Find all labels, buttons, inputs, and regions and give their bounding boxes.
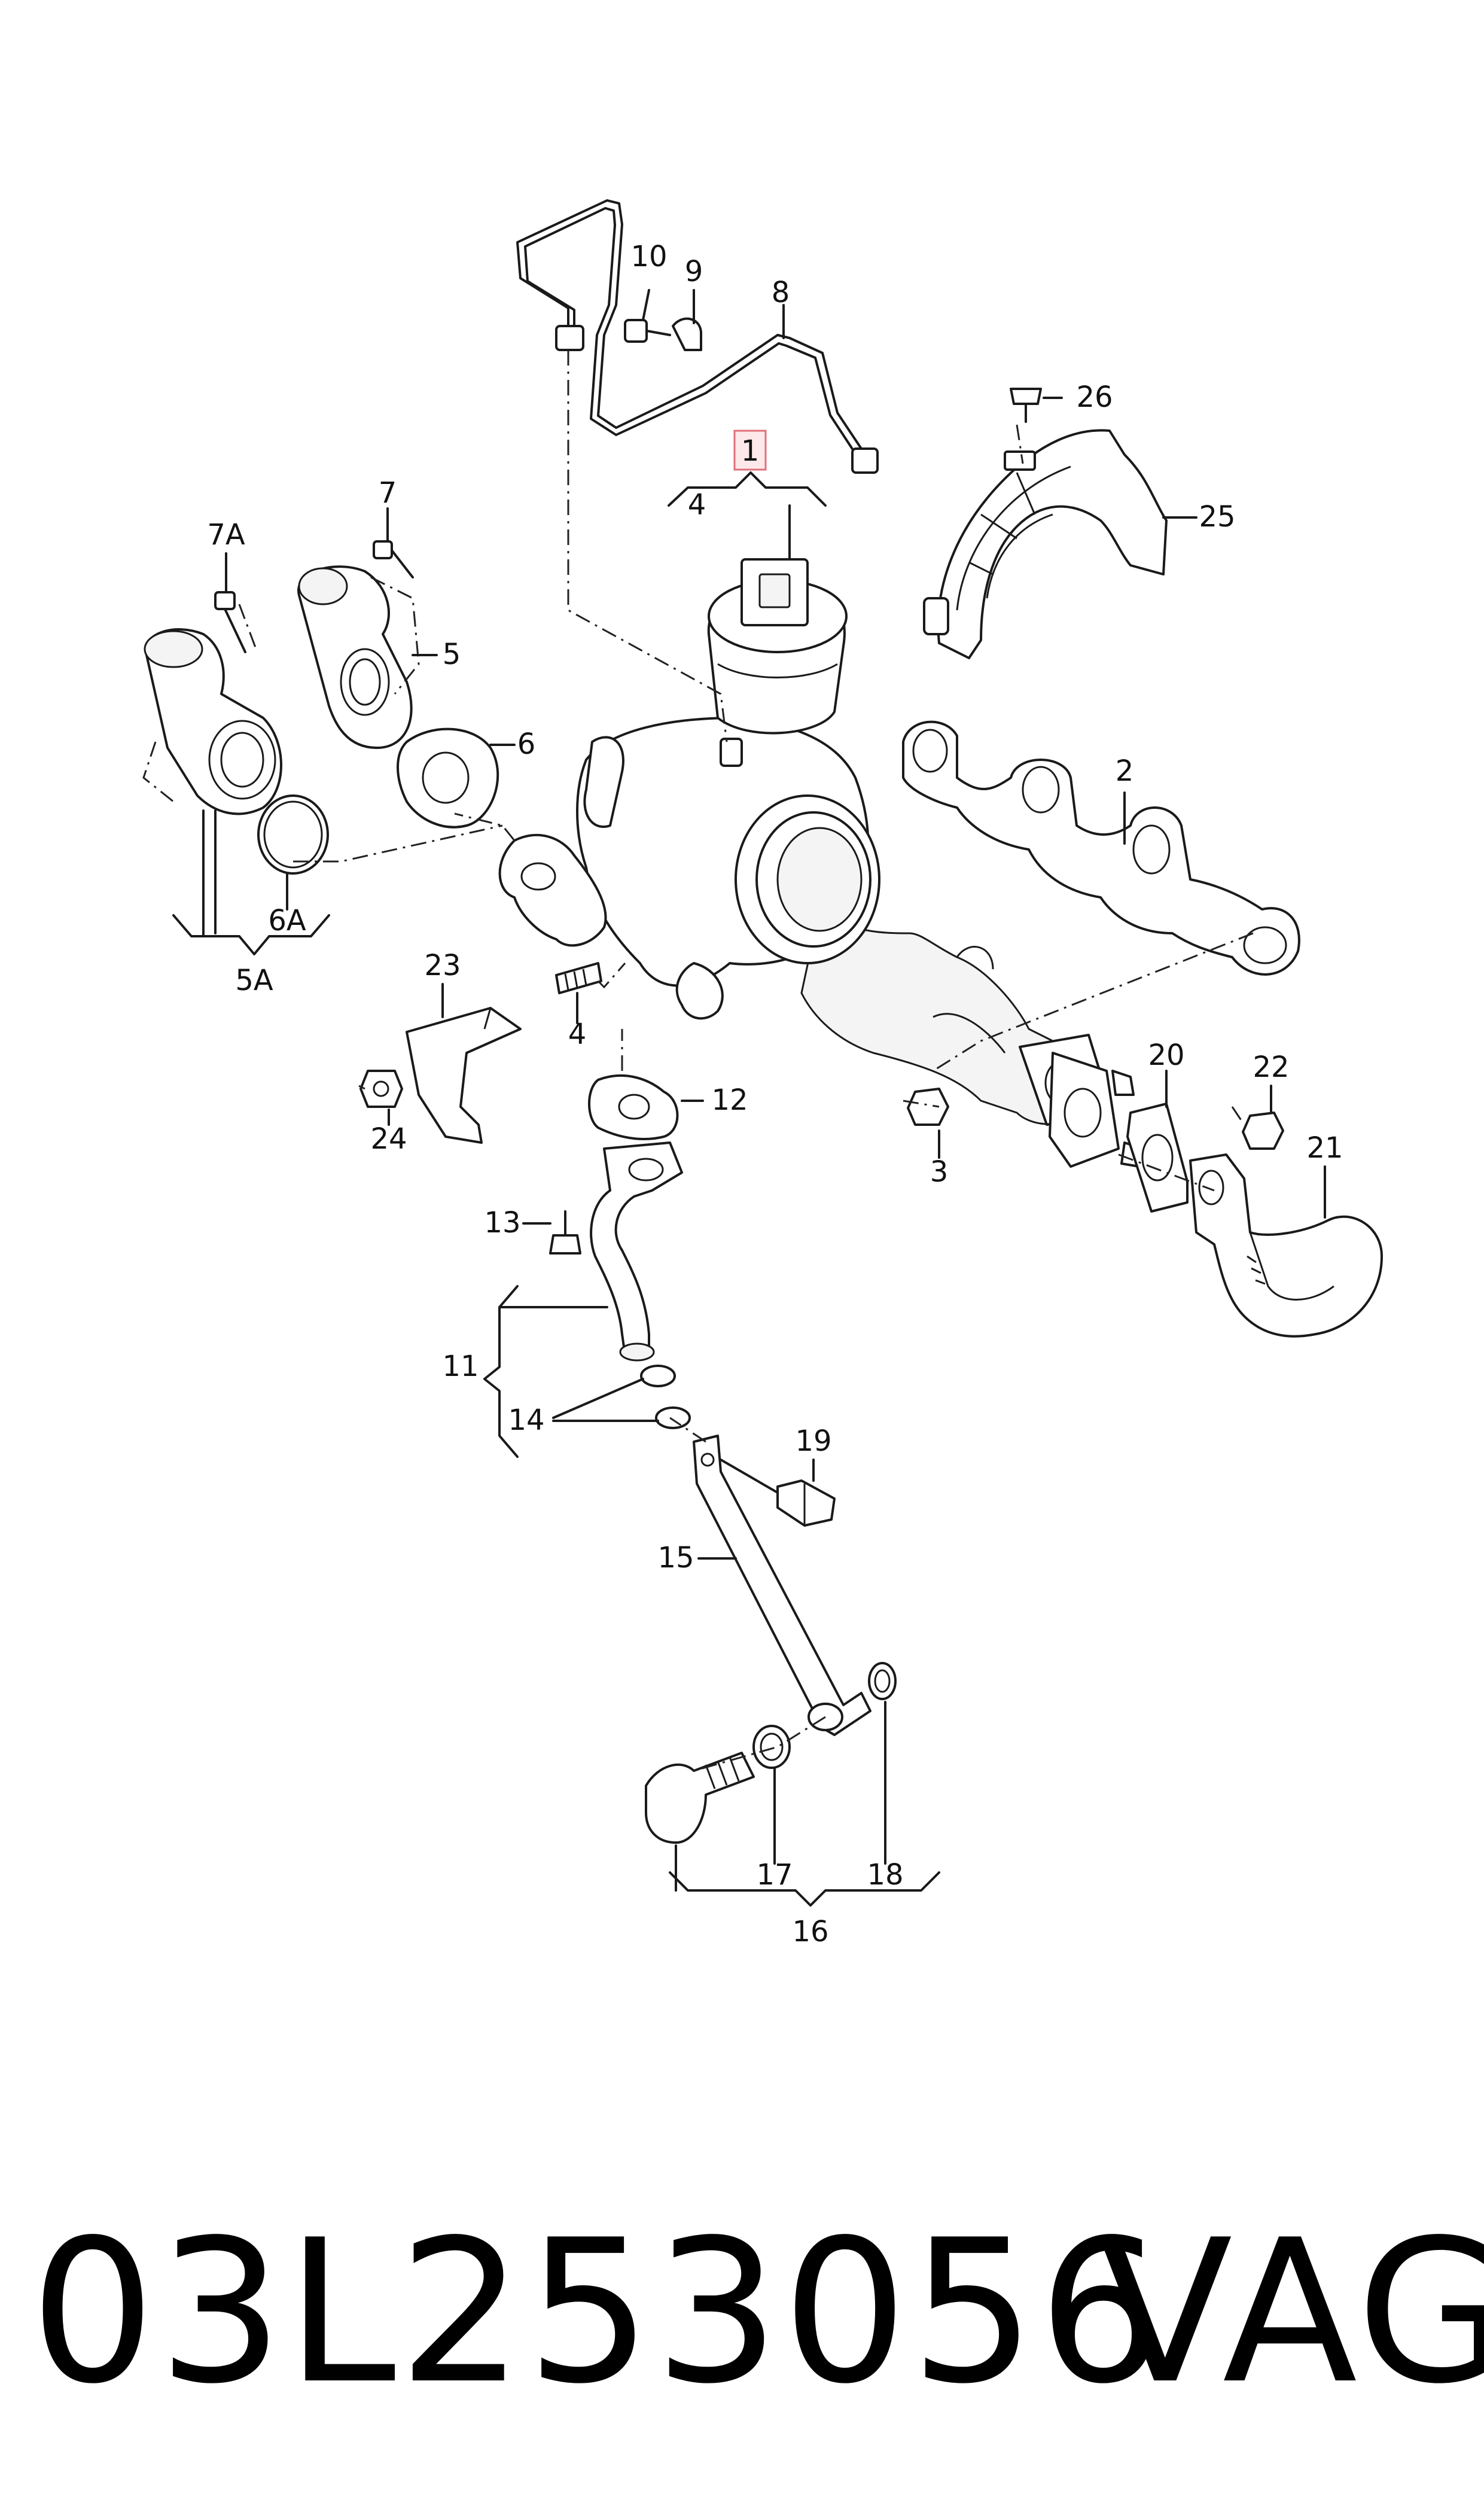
callout-23[interactable]: 23 — [424, 949, 461, 982]
bolt-13 — [549, 1210, 581, 1255]
callout-22[interactable]: 22 — [1253, 1051, 1289, 1084]
callout-20[interactable]: 20 — [1148, 1039, 1184, 1072]
exploded-parts-diagram: 1 2 3 4 4 5 5A 6 6A 7 7A 8 9 10 11 12 13… — [142, 199, 1383, 1948]
egr-valve-5a — [144, 628, 282, 815]
callout-18[interactable]: 18 — [867, 1858, 903, 1892]
callout-19[interactable]: 19 — [795, 1424, 831, 1458]
flange-adapter — [1049, 1052, 1144, 1168]
callout-7a[interactable]: 7A — [207, 518, 245, 552]
callout-5[interactable]: 5 — [443, 638, 461, 671]
callout-3[interactable]: 3 — [930, 1155, 949, 1189]
bolt-19 — [720, 1459, 836, 1527]
callout-16[interactable]: 16 — [792, 1915, 828, 1948]
callout-12[interactable]: 12 — [711, 1083, 748, 1117]
screw-26 — [1010, 388, 1042, 423]
heat-shield-25 — [923, 429, 1168, 659]
oil-return-line-11 — [590, 1141, 683, 1362]
washer-18 — [868, 1662, 897, 1700]
o-rings-14 — [640, 1365, 691, 1429]
callout-5a[interactable]: 5A — [235, 964, 273, 997]
stud-4 — [555, 962, 602, 994]
banjo-bolt-16 — [645, 1752, 755, 1844]
egr-pipe-21 — [1189, 1153, 1383, 1338]
callout-7[interactable]: 7 — [379, 476, 397, 510]
bolt-7a — [214, 591, 246, 653]
callout-13[interactable]: 13 — [484, 1206, 520, 1240]
gasket-12 — [588, 1074, 679, 1141]
exhaust-manifold-gasket-2 — [902, 720, 1300, 976]
bracket-clip-9 — [672, 317, 702, 351]
callout-2[interactable]: 2 — [1116, 754, 1134, 788]
callout-6a[interactable]: 6A — [268, 904, 306, 937]
brand-label: VAG — [1098, 2197, 1484, 2427]
highlighted-callout-box — [733, 430, 767, 471]
callout-9[interactable]: 9 — [685, 255, 703, 288]
seal-6 — [397, 727, 499, 829]
callout-25[interactable]: 25 — [1199, 500, 1235, 534]
part-number: 03L253056 — [30, 2197, 1166, 2427]
callout-4-turbo[interactable]: 4 — [688, 488, 706, 522]
union-nut-turbo-end — [851, 447, 879, 474]
callout-15[interactable]: 15 — [657, 1541, 694, 1575]
gasket-20 — [1126, 1103, 1189, 1213]
callout-11[interactable]: 11 — [442, 1350, 479, 1383]
callout-17[interactable]: 17 — [756, 1858, 793, 1892]
callout-labels: 1 2 3 4 4 5 5A 6 6A 7 7A 8 9 10 11 12 13… — [207, 240, 1343, 1948]
nut-22 — [1242, 1112, 1284, 1150]
callout-1[interactable]: 1 — [741, 434, 760, 468]
leader-lines — [172, 289, 1326, 1907]
callout-26[interactable]: 26 — [1076, 380, 1113, 414]
callout-24[interactable]: 24 — [370, 1122, 407, 1156]
seal-6a — [257, 794, 329, 875]
callout-6[interactable]: 6 — [517, 727, 536, 761]
callout-14[interactable]: 14 — [508, 1403, 544, 1437]
callout-21[interactable]: 21 — [1306, 1131, 1343, 1165]
assembly-lines — [142, 350, 1254, 1772]
egr-valve-5 — [297, 565, 413, 749]
oil-supply-line-8 — [516, 199, 879, 474]
nut-24 — [359, 1070, 403, 1108]
nut-3 — [907, 1088, 949, 1126]
oil-pipe-15 — [693, 1435, 871, 1736]
bolt-7 — [373, 540, 414, 578]
callout-10[interactable]: 10 — [630, 240, 667, 273]
washer-17 — [752, 1725, 791, 1769]
union-nut-top — [555, 325, 584, 351]
callout-4-stud[interactable]: 4 — [568, 1018, 587, 1051]
callout-8[interactable]: 8 — [772, 276, 790, 309]
bolt-10 — [624, 319, 671, 343]
bracket-23 — [406, 1007, 522, 1144]
